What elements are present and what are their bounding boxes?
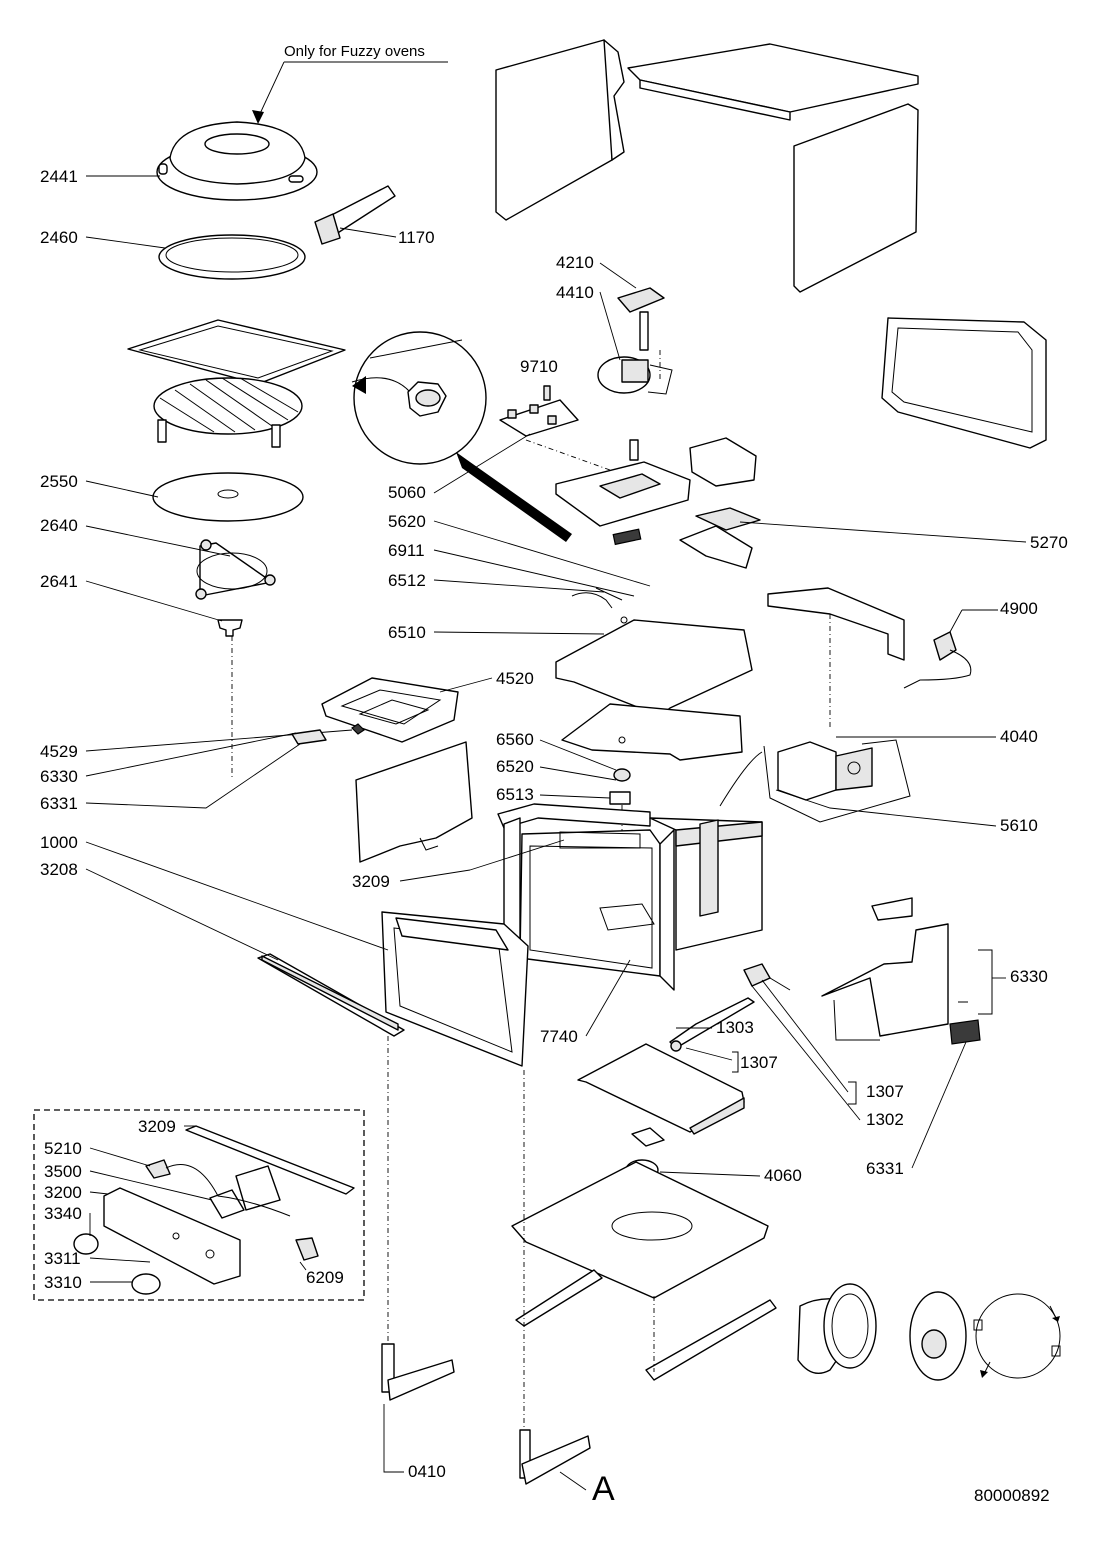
callout-1170: 1170 [398,228,435,247]
callout-6513: 6513 [496,785,534,804]
control-strip-part [257,953,405,1037]
callout-7740: 7740 [540,1027,578,1046]
relay-board-part [679,507,761,569]
side-shield-panel [355,741,473,863]
callout-3209-mid: 3209 [352,872,390,891]
micro-switch-part [617,287,665,351]
callout-1000: 1000 [40,833,78,852]
callout-5620: 5620 [388,512,426,531]
callout-1307-mid: 1307 [740,1053,778,1072]
callout-5610: 5610 [1000,816,1038,835]
stirrer-part [609,768,631,805]
bottom-plate-part [577,1043,745,1135]
oven-cavity [497,803,763,991]
callout-4529: 4529 [40,742,78,761]
crisp-handle-part [314,185,396,245]
callout-3340: 3340 [44,1204,82,1223]
callout-2550: 2550 [40,472,78,491]
callout-2641: 2641 [40,572,78,591]
callout-3200: 3200 [44,1183,82,1202]
callout-3209-box: 3209 [138,1117,176,1136]
callout-5060: 5060 [388,483,426,502]
callout-4040: 4040 [1000,727,1038,746]
callout-6520: 6520 [496,757,534,776]
fuzzy-oven-note: Only for Fuzzy ovens [284,43,425,60]
callout-1307-right: 1307 [866,1082,904,1101]
callout-1303: 1303 [716,1018,754,1037]
callout-4210: 4210 [556,253,594,272]
callout-3310: 3310 [44,1273,82,1292]
door-window-part [881,317,1047,449]
coupler-part [217,619,243,637]
lamp-holder-part [291,729,327,745]
foot-rail-parts [381,1269,777,1485]
callout-6330-left: 6330 [40,767,78,786]
callout-1302: 1302 [866,1110,904,1129]
cavity-top-cover [767,587,905,661]
fuzzy-cover-part [156,121,318,201]
callout-0410: 0410 [408,1462,446,1481]
callout-4060: 4060 [764,1166,802,1185]
fan-motor-part [597,356,673,395]
callout-3311: 3311 [44,1249,81,1268]
callout-6331-left: 6331 [40,794,78,813]
grill-rack-part [153,377,303,448]
callout-9710: 9710 [520,357,558,376]
control-panel-detail-box [33,1109,365,1301]
callout-2441: 2441 [40,167,78,186]
side-panel-right [821,897,981,1045]
callout-6560: 6560 [496,730,534,749]
callout-6331-right: 6331 [866,1159,904,1178]
turntable-plate-part [152,472,304,522]
fan-assembly-detail [797,1283,1061,1381]
callout-5270: 5270 [1030,533,1068,552]
callout-5210: 5210 [44,1139,82,1158]
sensor-clip-part [351,723,365,735]
callout-4900: 4900 [1000,599,1038,618]
base-plate-part [511,1161,769,1299]
detail-marker-a: A [592,1470,615,1508]
baking-tray-part [127,319,346,385]
roller-ring-part [195,539,276,600]
callout-6911: 6911 [388,541,425,560]
power-cord-part [903,631,972,689]
callout-6512: 6512 [388,571,426,590]
drawing-number: 80000892 [974,1486,1050,1505]
callout-2460: 2460 [40,228,78,247]
oven-door-part [381,911,529,1067]
fan-detail-magnifier [351,331,572,542]
waveguide-cover [561,703,743,761]
control-pcb-part [499,399,579,437]
callout-3208: 3208 [40,860,78,879]
control-panel-parts [73,1125,355,1295]
top-cover-panel [495,39,919,293]
callout-4520: 4520 [496,669,534,688]
fuse-part [543,385,551,401]
cavity-top-plate [555,616,753,717]
callout-4410: 4410 [556,283,594,302]
control-board-assembly [555,437,757,546]
door-hinge-parts [669,963,791,1052]
thermal-cable-part [719,751,763,807]
callout-6510: 6510 [388,623,426,642]
callout-3500: 3500 [44,1162,82,1181]
magnetron-part [777,741,873,801]
callout-6330-right: 6330 [1010,967,1048,986]
glass-tray-part [158,234,306,280]
callout-2640: 2640 [40,516,78,535]
callout-6209: 6209 [306,1268,344,1287]
grill-heater-part [321,677,459,743]
